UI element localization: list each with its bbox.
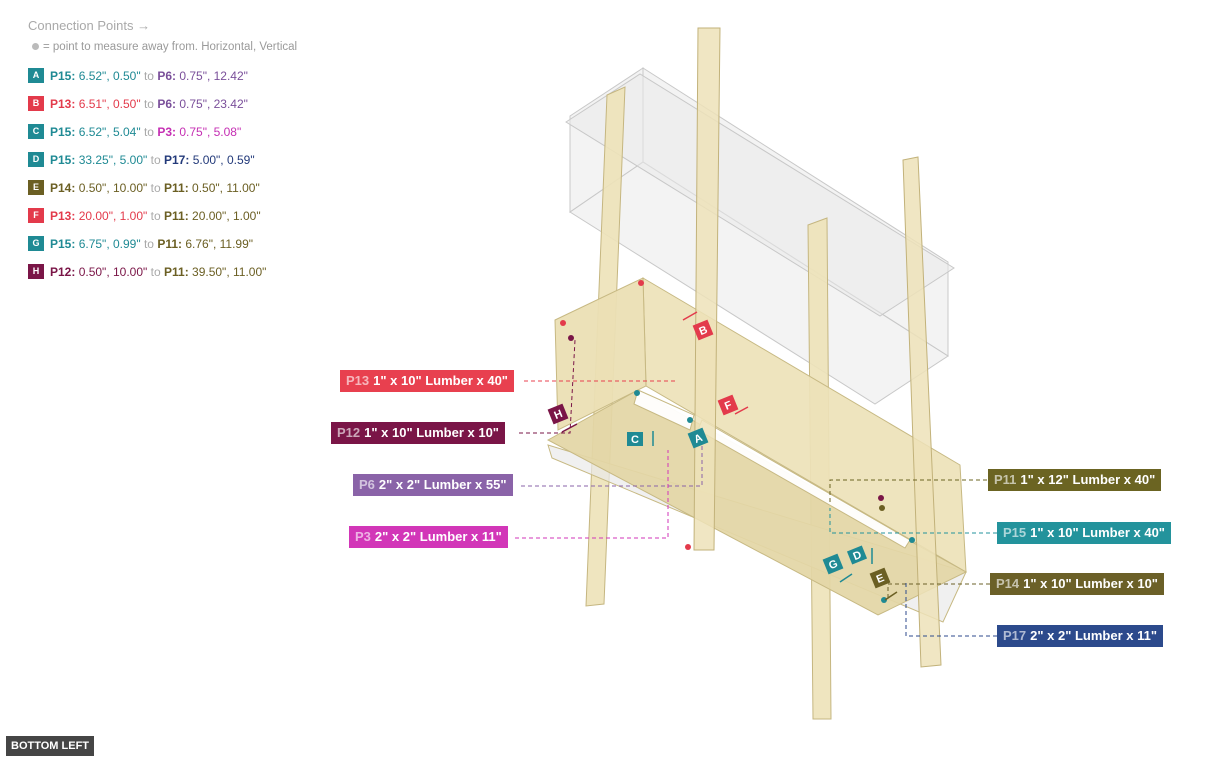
connection-row-f: F P13: 20.00", 1.00" to P11: 20.00", 1.00… xyxy=(28,208,261,224)
marker-b: B xyxy=(697,324,709,338)
connection-text: P15: 6.52", 5.04" to P3: 0.75", 5.08" xyxy=(50,124,242,139)
connection-badge: E xyxy=(28,180,44,196)
connection-row-d: D P15: 33.25", 5.00" to P17: 5.00", 0.59" xyxy=(28,152,255,168)
connection-text: P15: 6.75", 0.99" to P11: 6.76", 11.99" xyxy=(50,236,254,251)
connection-row-h: H P12: 0.50", 10.00" to P11: 39.50", 11.0… xyxy=(28,264,266,280)
marker-f: F xyxy=(723,399,734,413)
legend-subtitle: = point to measure away from. Horizontal… xyxy=(43,41,298,53)
connection-text: P15: 33.25", 5.00" to P17: 5.00", 0.59" xyxy=(50,152,255,167)
marker-e: E xyxy=(875,572,886,586)
connection-dots xyxy=(560,280,915,603)
marker-c: C xyxy=(631,434,639,446)
connection-badge: F xyxy=(28,208,44,224)
legend-title: Connection Points → xyxy=(28,18,151,33)
connection-text: P12: 0.50", 10.00" to P11: 39.50", 11.00… xyxy=(50,264,267,279)
connection-row-b: B P13: 6.51", 0.50" to P6: 0.75", 23.42" xyxy=(28,96,248,112)
connection-text: P14: 0.50", 10.00" to P11: 0.50", 11.00" xyxy=(50,180,260,195)
connection-badge: H xyxy=(28,264,44,280)
connection-row-c: C P15: 6.52", 5.04" to P3: 0.75", 5.08" xyxy=(28,124,241,140)
leader-lines xyxy=(515,339,997,637)
marker-d: D xyxy=(851,549,863,563)
connection-badge: B xyxy=(28,96,44,112)
marker-a: A xyxy=(692,432,704,446)
connection-points-legend: Connection Points → = point to measure a… xyxy=(0,0,330,300)
connection-row-g: G P15: 6.75", 0.99" to P11: 6.76", 11.99" xyxy=(28,236,253,252)
letter-markers: A B C D E F G H xyxy=(547,319,891,589)
marker-g: G xyxy=(827,558,839,572)
marker-h: H xyxy=(552,408,564,422)
front-posts xyxy=(693,27,942,668)
connection-row-e: E P14: 0.50", 10.00" to P11: 0.50", 11.00… xyxy=(28,180,260,196)
connection-text: P15: 6.52", 0.50" to P6: 0.75", 12.42" xyxy=(50,68,248,83)
ghost-upper-shelf xyxy=(565,67,955,405)
connection-badge: C xyxy=(28,124,44,140)
view-label[interactable]: BOTTOM LEFT xyxy=(6,736,95,756)
connection-badge: D xyxy=(28,152,44,168)
connection-text: P13: 6.51", 0.50" to P6: 0.75", 23.42" xyxy=(50,96,248,111)
connection-row-a: A P15: 6.52", 0.50" to P6: 0.75", 12.42" xyxy=(28,68,248,84)
connection-text: P13: 20.00", 1.00" to P11: 20.00", 1.00" xyxy=(50,208,261,223)
connection-badge: A xyxy=(28,68,44,84)
connection-badge: G xyxy=(28,236,44,252)
legend-subtitle-row: = point to measure away from. Horizontal… xyxy=(28,41,297,53)
dot-icon xyxy=(32,42,39,50)
measure-arrows xyxy=(561,311,898,601)
